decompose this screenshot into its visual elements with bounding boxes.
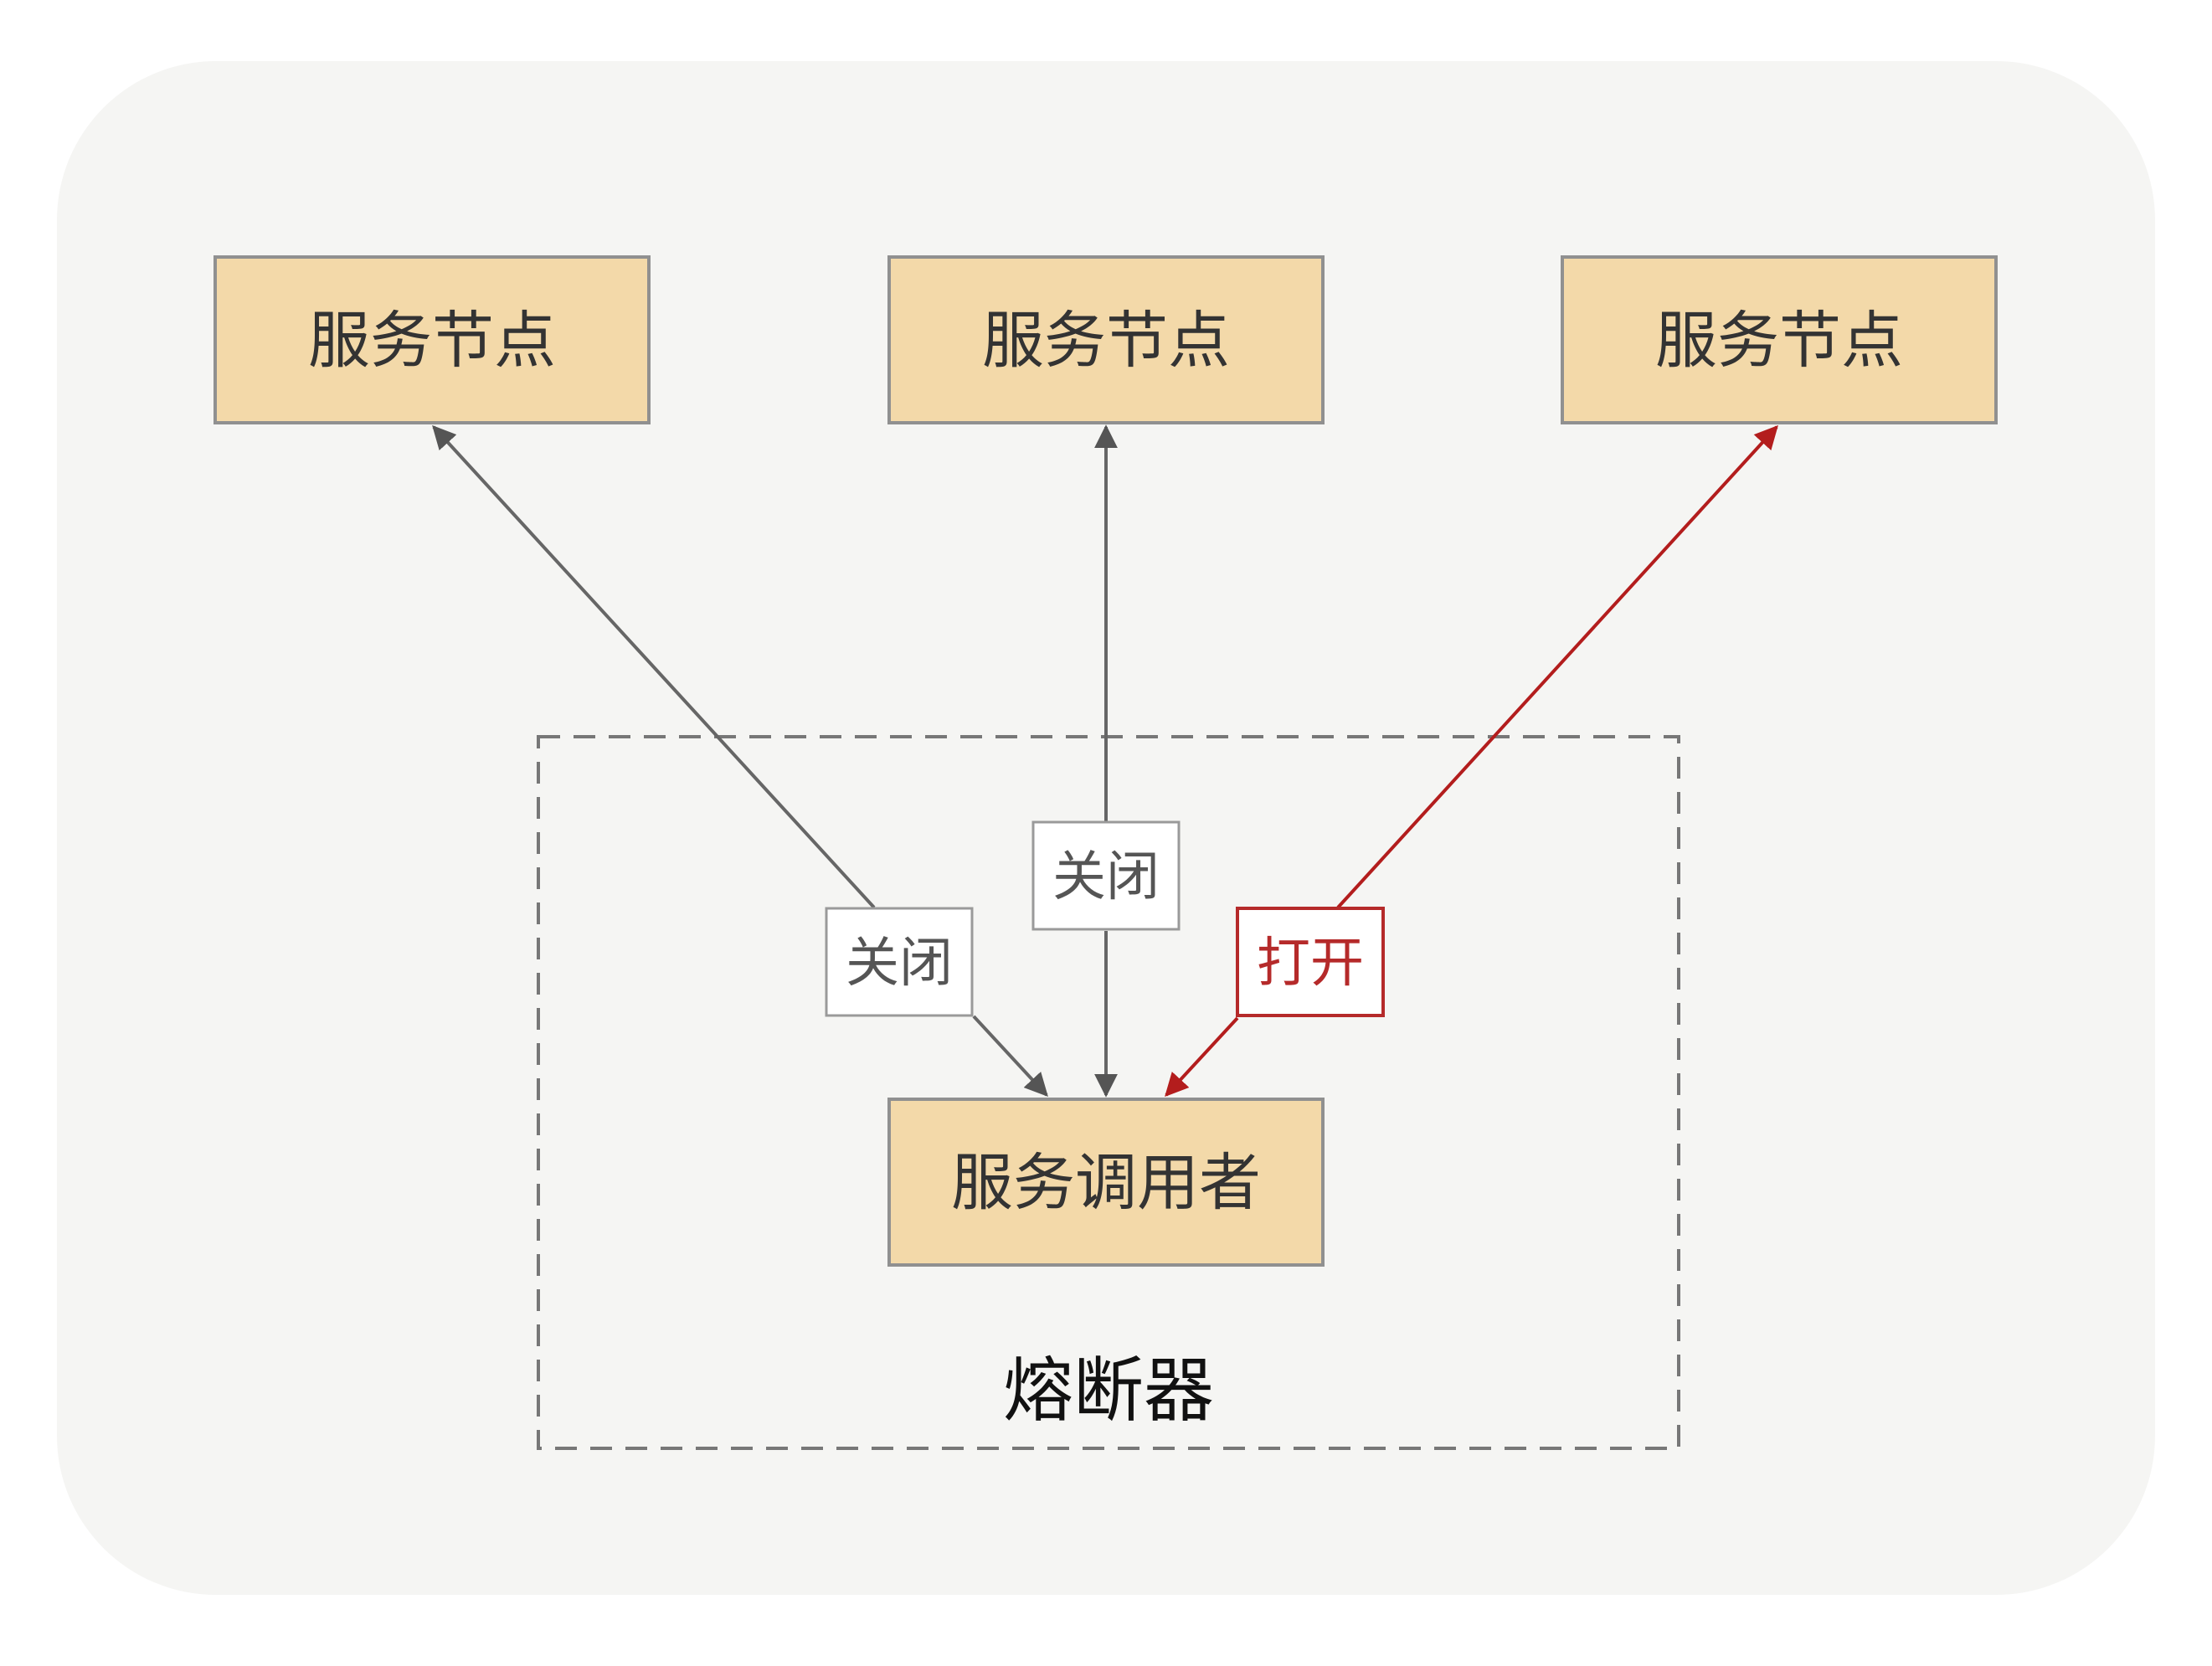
edge-label-right-box <box>1236 907 1385 1017</box>
edge-label-left-box <box>825 907 974 1017</box>
service-node-right: 服务节点 <box>1561 255 1998 424</box>
edge-left-upper-line <box>432 424 876 909</box>
service-caller-node: 服务调用者 <box>887 1098 1325 1267</box>
edge-left-closed <box>432 424 1048 1098</box>
service-node-right-box <box>1561 255 1998 424</box>
edge-label-middle: 关闭 <box>1031 820 1181 931</box>
service-node-left-box <box>213 255 651 424</box>
edge-label-middle-text: 关闭 <box>1052 846 1160 908</box>
circuit-breaker-label: 熔断器 <box>1003 1350 1214 1432</box>
service-caller-label: 服务调用者 <box>951 1147 1261 1219</box>
edge-label-right-text: 打开 <box>1257 933 1364 995</box>
edge-right-lower-line <box>1165 1016 1239 1098</box>
service-node-middle-box <box>887 255 1325 424</box>
edge-label-left-text: 关闭 <box>846 933 953 995</box>
service-node-left-label: 服务节点 <box>308 305 556 377</box>
service-node-middle-label: 服务节点 <box>982 305 1230 377</box>
service-node-middle: 服务节点 <box>887 255 1325 424</box>
edge-label-middle-box <box>1031 820 1181 931</box>
edge-left-lower-line <box>972 1015 1048 1098</box>
service-node-right-label: 服务节点 <box>1655 305 1903 377</box>
edge-label-left: 关闭 <box>825 907 974 1017</box>
edge-right-upper-line <box>1336 424 1778 909</box>
edge-right-open <box>1165 424 1778 1098</box>
service-caller-box <box>887 1098 1325 1267</box>
circuit-breaker-boundary <box>537 735 1680 1450</box>
service-node-left: 服务节点 <box>213 255 651 424</box>
edge-label-right: 打开 <box>1236 907 1385 1017</box>
